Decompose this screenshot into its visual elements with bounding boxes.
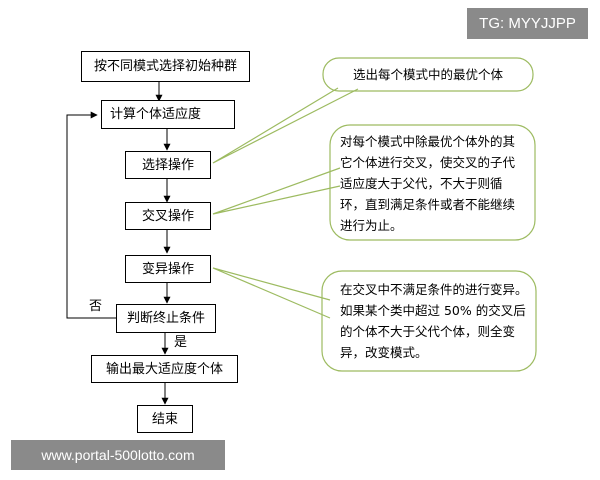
note-callouts (321, 57, 537, 372)
note-mutation-text: 在交叉中不满足条件的进行变异。如果某个类中超过 50% 的交叉后的个体不大于父代… (340, 282, 528, 360)
branch-label-no: 否 (89, 299, 103, 314)
note-crossover-text: 对每个模式中除最优个体外的其它个体进行交叉，使交叉的子代适应度大于父代，不大于则… (340, 134, 516, 233)
step-compute-fitness: 计算个体适应度 (101, 100, 235, 129)
watermark-top-right: TG: MYYJJPP (467, 8, 588, 39)
pointer-mutate (212, 267, 331, 319)
loop-back-line (66, 111, 116, 319)
note-bubble-crossover (329, 124, 536, 241)
note-bubble-select (322, 57, 534, 92)
watermark-bottom-left: www.portal-500lotto.com (11, 440, 225, 470)
branch-label-yes: 是 (174, 335, 188, 350)
step-crossover: 交叉操作 (125, 202, 211, 230)
note-pointers (212, 87, 359, 319)
pointer-select (212, 87, 359, 164)
note-bubble-mutate (321, 270, 537, 372)
step-init-population: 按不同模式选择初始种群 (81, 51, 250, 82)
flow-arrows (66, 82, 171, 405)
step-end: 结束 (137, 405, 193, 433)
step-check-termination: 判断终止条件 (116, 304, 216, 333)
note-selection-text: 选出每个模式中的最优个体 (352, 67, 503, 82)
step-selection: 选择操作 (125, 151, 211, 179)
step-output-best: 输出最大适应度个体 (91, 355, 238, 383)
step-mutation: 变异操作 (125, 255, 211, 283)
pointer-crossover (212, 167, 341, 215)
